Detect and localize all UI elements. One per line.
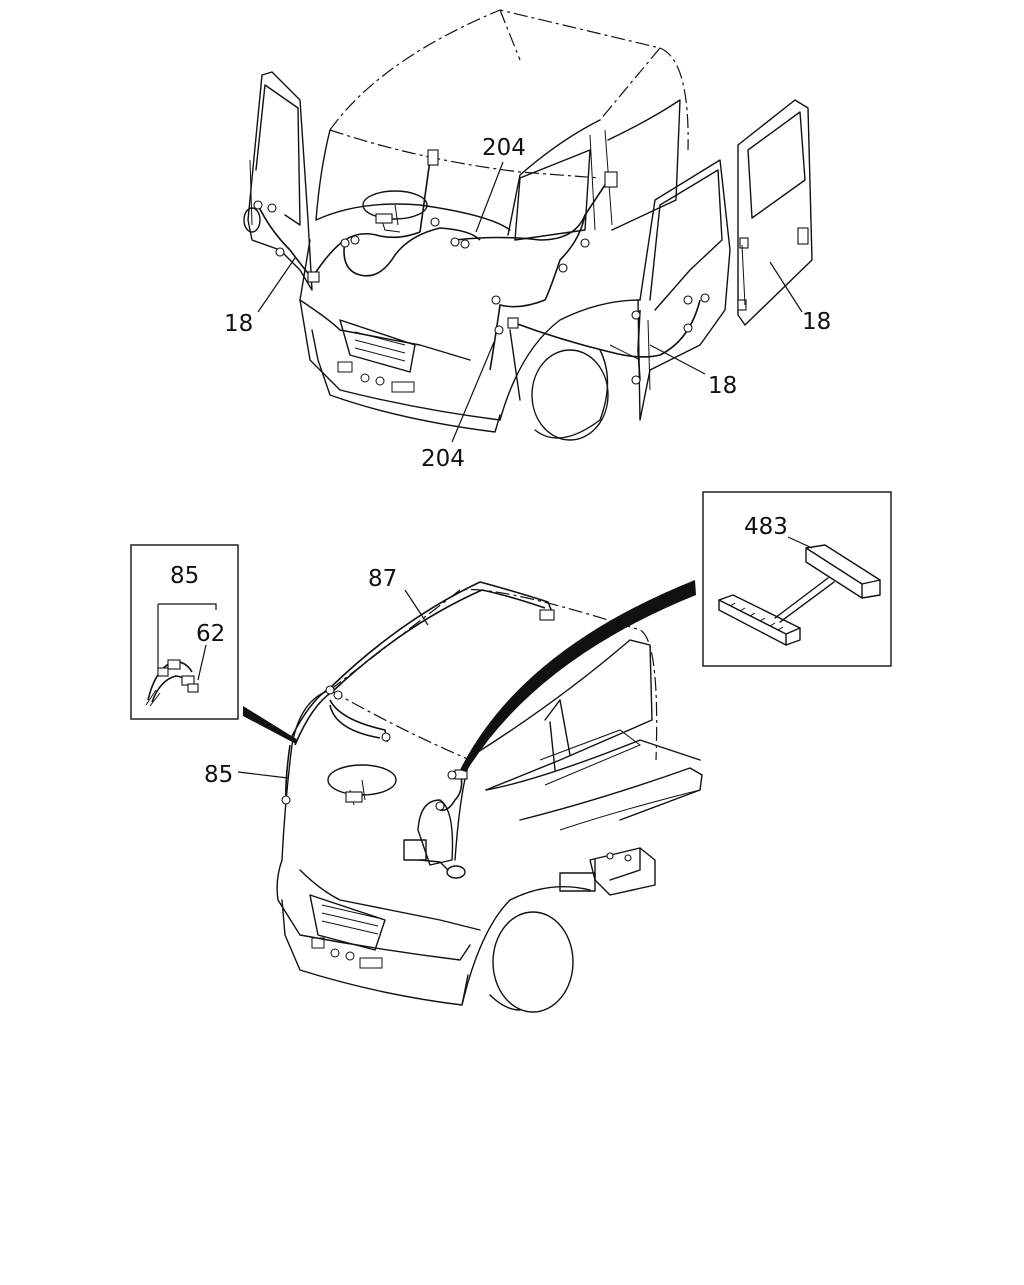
inset-box-85-62 xyxy=(130,544,239,720)
callout-204-top: 204 xyxy=(482,135,526,161)
callout-483-inset: 483 xyxy=(744,514,788,540)
callout-204-bottom: 204 xyxy=(421,446,465,472)
callout-18-left-door: 18 xyxy=(224,311,253,337)
callout-85-inset: 85 xyxy=(170,563,199,589)
callout-85-side: 85 xyxy=(204,762,233,788)
inset-box-483 xyxy=(702,491,892,667)
bottom-cab-drawing xyxy=(237,580,703,1013)
callout-18-rear-door: 18 xyxy=(802,309,831,335)
callout-62-inset: 62 xyxy=(196,621,225,647)
callout-87-roof-harness: 87 xyxy=(368,566,397,592)
top-cab-drawing xyxy=(243,9,813,443)
callout-18-center-door: 18 xyxy=(708,373,737,399)
